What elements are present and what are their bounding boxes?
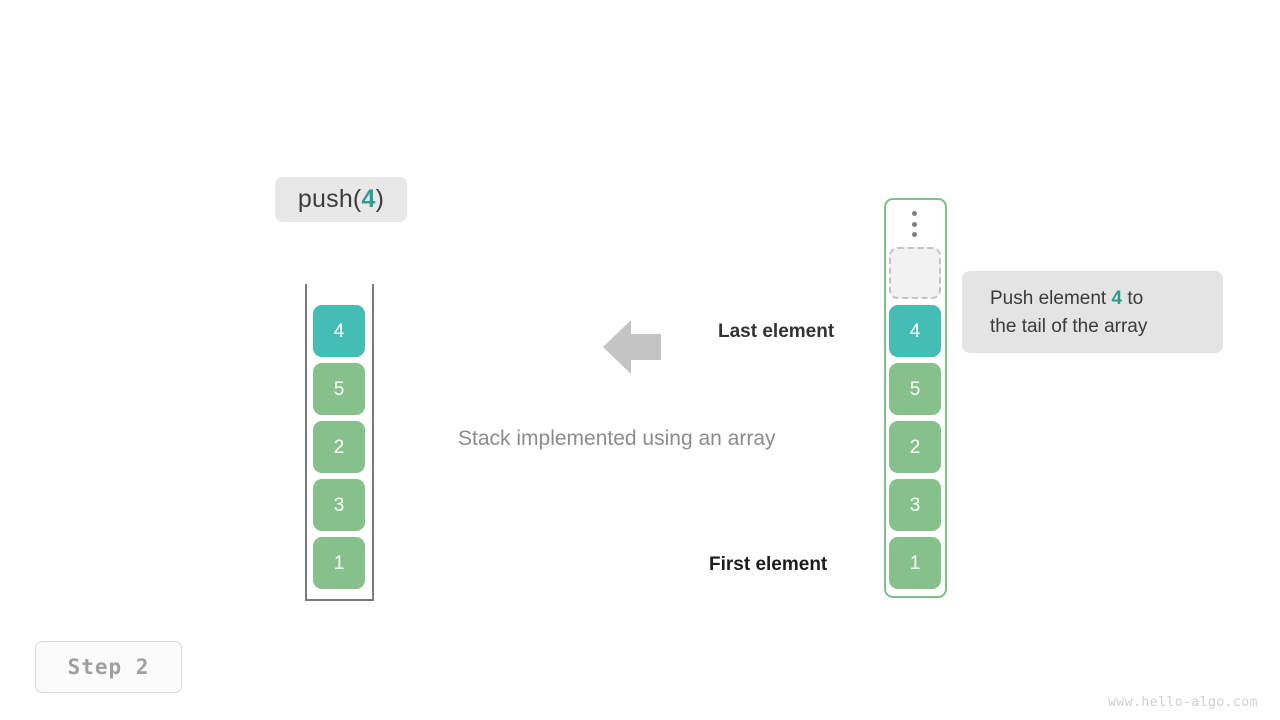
stack-cell: 1 [313,537,365,589]
array-cell: 5 [889,363,941,415]
last-element-label: Last element [718,321,835,342]
stack-caption: Stack implemented using an array [458,427,776,450]
array-cell: 2 [889,421,941,473]
note-line1-accent: 4 [1111,288,1123,309]
stack-cell-list: 4 5 2 3 1 [313,305,365,589]
operation-label: push(4) [275,177,407,222]
array-cell: 3 [889,479,941,531]
left-arrow-icon [603,320,661,374]
stack-cell: 2 [313,421,365,473]
array-cell: 1 [889,537,941,589]
note-line1-before: Push element [990,288,1112,309]
array-cell: 4 [889,305,941,357]
vertical-dots-icon [910,211,918,237]
operation-prefix: push( [297,185,362,213]
array-empty-slot [889,247,941,299]
operation-argument: 4 [361,185,376,213]
first-element-label: First element [709,554,828,575]
stack-cell: 5 [313,363,365,415]
watermark: www.hello-algo.com [1108,695,1258,710]
stack-container [305,284,374,601]
stack-cell: 3 [313,479,365,531]
note-line1-after: to [1122,288,1144,309]
step-badge: Step 2 [35,641,182,693]
array-cell-list: 4 5 2 3 1 [889,305,941,589]
note-line2: the tail of the array [990,316,1148,337]
stack-cell: 4 [313,305,365,357]
explanation-note: Push element 4 to the tail of the array [962,271,1223,353]
operation-suffix: ) [375,185,385,213]
